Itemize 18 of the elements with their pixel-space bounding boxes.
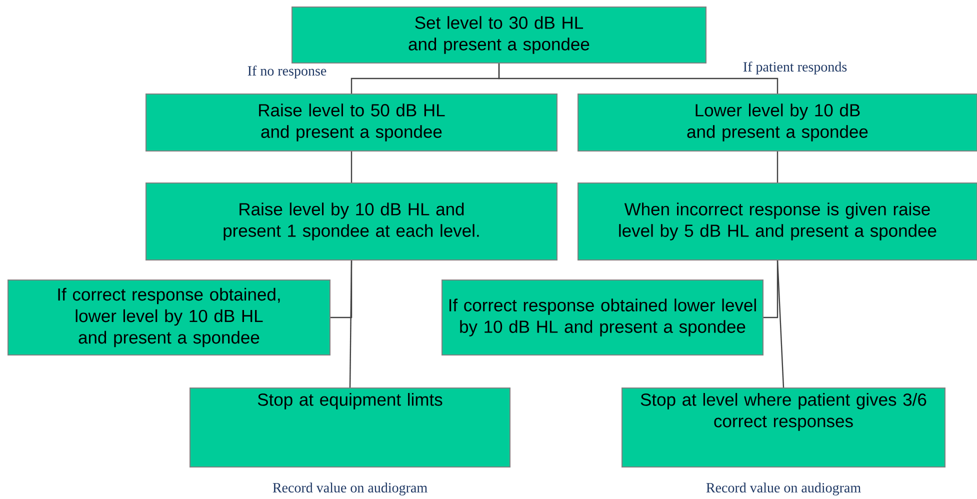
connector-line: [498, 64, 778, 94]
process-box: Stop at level where patient gives 3/6 correct responses: [622, 388, 946, 468]
connector-line: [349, 260, 352, 388]
process-box: When incorrect response is given raise level by 5 dB HL and present a spondee: [578, 182, 977, 260]
process-box: Stop at equipment limts: [190, 388, 510, 468]
process-box: Lower level by 10 dB and present a spondee: [578, 94, 977, 152]
process-box: If correct response obtained, lower level by 10 dB HL and present a spondee: [8, 280, 330, 356]
note-text: Record value on audiogram: [272, 482, 428, 496]
process-box: If correct response obtained lower level by 10 dB HL and present a spondee: [442, 280, 764, 356]
connector-line: [776, 260, 784, 388]
process-box: Raise level by 10 dB HL and present 1 spondee at each level.: [146, 182, 558, 260]
connector-line: [350, 152, 352, 182]
process-box: Raise level to 50 dB HL and present a spondee: [146, 94, 558, 152]
note-text: Record value on audiogram: [706, 482, 861, 496]
edge-label: If patient responds: [742, 60, 848, 76]
process-box: Set level to 30 dB HL and present a spondee: [292, 6, 706, 64]
connector-line: [776, 152, 778, 182]
edge-label: If no response: [246, 64, 328, 80]
